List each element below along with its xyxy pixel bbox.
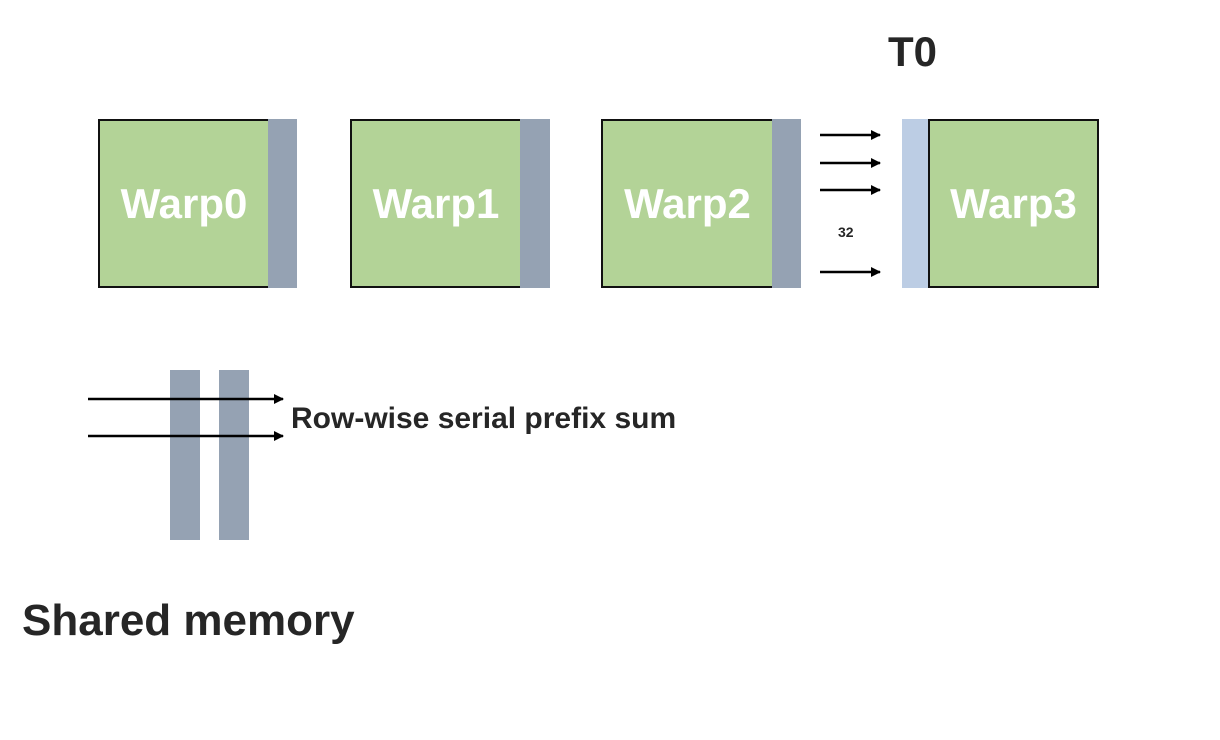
warp1-block: Warp1 xyxy=(350,119,522,288)
warp2-strip xyxy=(772,119,801,288)
warp3-block: Warp3 xyxy=(928,119,1099,288)
warp1-strip xyxy=(520,119,550,288)
warp2-block: Warp2 xyxy=(601,119,774,288)
warp0-block: Warp0 xyxy=(98,119,270,288)
warp2-label: Warp2 xyxy=(624,179,751,227)
warp3-label: Warp3 xyxy=(950,179,1077,227)
warp0-label: Warp0 xyxy=(120,179,248,227)
row-prefix-sum-label: Row-wise serial prefix sum xyxy=(291,402,677,435)
warp1-label: Warp1 xyxy=(372,179,500,227)
t0-label: T0 xyxy=(888,28,938,75)
warp3-strip xyxy=(902,119,930,288)
warp0-strip xyxy=(268,119,297,288)
thread-count-label: 32 xyxy=(838,224,854,240)
shared-memory-label: Shared memory xyxy=(22,596,355,645)
